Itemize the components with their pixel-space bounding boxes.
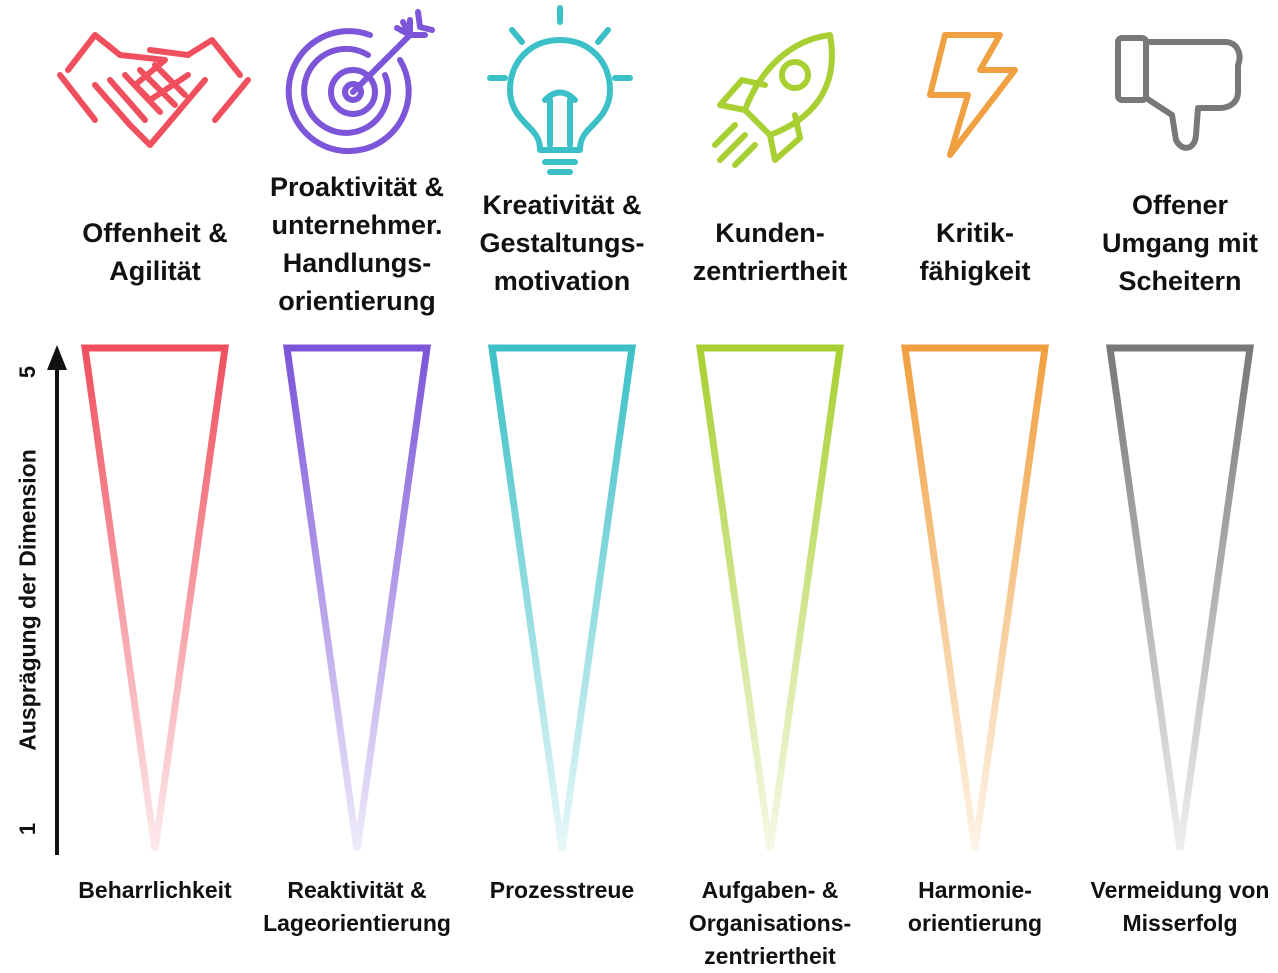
column-title-line: Kreativität & <box>482 190 642 220</box>
column-title-line: Offenheit & <box>82 218 228 248</box>
triangles <box>80 344 1255 851</box>
column-bottom-line: Reaktivität & <box>287 877 427 903</box>
column-title-line: Agilität <box>109 256 201 286</box>
dimension-triangle <box>80 344 230 851</box>
column-bottom-line: Prozesstreue <box>489 877 635 903</box>
column-title-line: Kritik- <box>935 218 1014 248</box>
column-bottom-line: orientierung <box>907 910 1043 936</box>
rocket-icon <box>712 32 835 168</box>
column-title-line: zentriertheit <box>692 256 848 286</box>
dimension-triangle <box>1105 344 1255 851</box>
lightbulb-icon <box>487 5 633 175</box>
dimension-triangle <box>487 344 637 851</box>
y-axis <box>47 345 67 855</box>
dimension-triangle <box>282 344 432 851</box>
y-axis-max-label: 5 <box>15 365 40 379</box>
column-title-line: Scheitern <box>1118 266 1242 296</box>
column-bottom-label: Aufgaben- & Organisations-zentriertheit <box>689 874 851 973</box>
y-axis-label: Ausprägung der Dimension <box>14 449 41 751</box>
thumbs-down-icon <box>1115 35 1243 151</box>
dimension-triangle <box>695 344 845 851</box>
y-axis-min-label: 1 <box>15 822 40 836</box>
column-bottom-label: Reaktivität & Lageorientierung <box>263 874 451 940</box>
column-bottom-line: Harmonie- <box>918 877 1032 903</box>
column-title-line: motivation <box>493 266 631 296</box>
column-bottom-label: Beharrlichkeit <box>78 874 231 907</box>
column-bottom-label: Harmonie-orientierung <box>908 874 1042 940</box>
column-title: Offenheit & Agilität <box>82 214 228 290</box>
column-title-line: Kunden- <box>715 218 825 248</box>
column-title-line: Umgang mit <box>1101 228 1259 258</box>
column-title: Kreativität & Gestaltungs-motivation <box>479 186 644 300</box>
column-title-line: Proaktivität & <box>269 172 445 202</box>
column-title: Kunden-zentriertheit <box>693 214 848 290</box>
column-bottom-line: zentriertheit <box>704 943 836 969</box>
column-bottom-line: Beharrlichkeit <box>78 877 232 903</box>
column-bottom-line: Aufgaben- & <box>701 877 839 903</box>
column-title-line: unternehmer. <box>271 210 443 240</box>
column-title: Kritik-fähigkeit <box>919 214 1030 290</box>
y-axis-arrowhead <box>47 345 67 370</box>
lightning-icon <box>927 32 1018 158</box>
dimension-triangle <box>900 344 1050 851</box>
column-title-line: Handlungs- <box>282 248 432 278</box>
column-title-line: Gestaltungs- <box>479 228 645 258</box>
column-bottom-line: Organisations- <box>688 910 852 936</box>
column-bottom-line: Lageorientierung <box>263 910 451 936</box>
column-bottom-label: Prozesstreue <box>490 874 634 907</box>
column-title-line: fähigkeit <box>919 256 1031 286</box>
column-bottom-line: Misserfolg <box>1122 910 1238 936</box>
handshake-icon <box>57 32 251 148</box>
column-title: Proaktivität & unternehmer. Handlungs-orie… <box>270 168 444 320</box>
column-bottom-line: Vermeidung von <box>1090 877 1270 903</box>
target-arrow-icon <box>285 9 435 155</box>
column-title-line: orientierung <box>278 286 436 316</box>
column-title-line: Offener <box>1131 190 1229 220</box>
